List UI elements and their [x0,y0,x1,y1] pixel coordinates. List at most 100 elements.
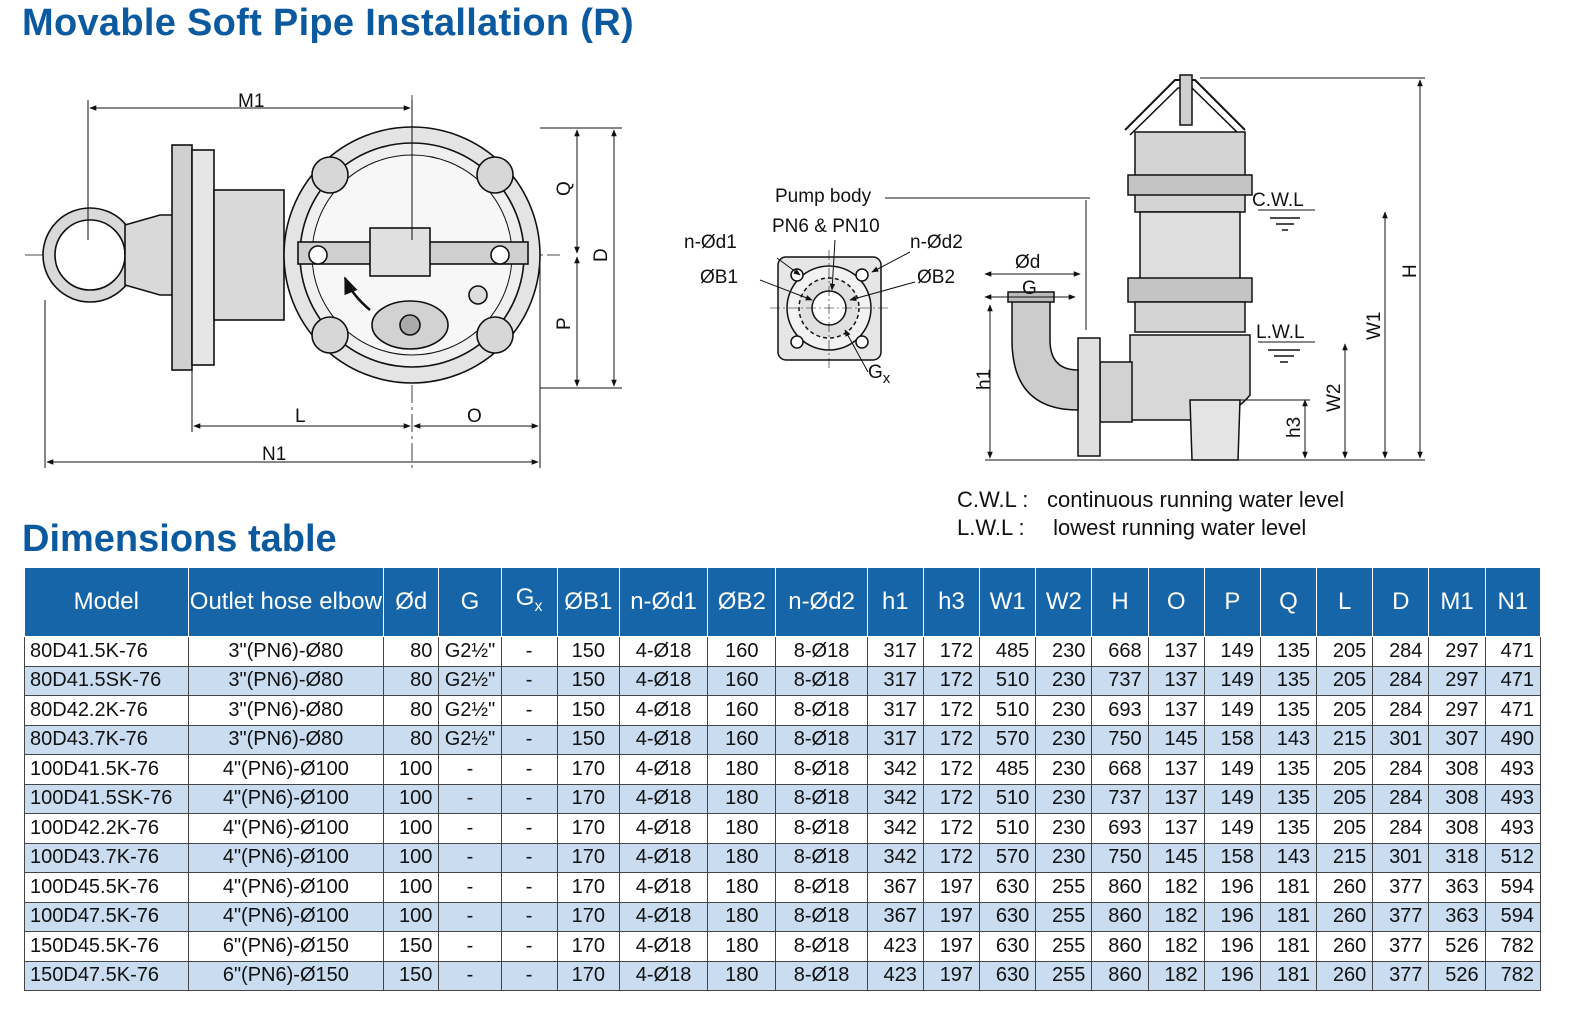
table-cell: 860 [1091,901,1149,932]
table-cell: - [500,783,558,814]
table-cell: 737 [1091,665,1149,696]
table-cell: 172 [922,783,981,814]
table-cell: 3"(PN6)-Ø80 [187,636,385,667]
table-cell: 510 [979,783,1037,814]
table-cell: 377 [1372,901,1430,932]
label-h3: h3 [1284,417,1305,438]
table-cell: 100 [383,813,440,844]
table-cell: 205 [1316,783,1374,814]
table-cell: 197 [922,872,981,903]
table-cell: 181 [1259,960,1318,991]
column-header: Ød [383,567,440,637]
table-cell: 594 [1484,872,1542,903]
table-cell: 570 [979,724,1037,755]
table-cell: 8-Ø18 [775,636,868,667]
table-cell: 512 [1484,842,1542,873]
table-cell: 493 [1484,783,1542,814]
table-cell: 4-Ø18 [618,931,709,962]
table-cell: 363 [1428,872,1486,903]
table-cell: 158 [1203,842,1261,873]
cell-model: 80D41.5K-76 [24,636,189,667]
table-cell: G2½" [438,636,502,667]
table-cell: 80 [383,695,440,726]
table-cell: 180 [707,754,777,785]
table-cell: 750 [1091,724,1149,755]
cell-model: 100D47.5K-76 [24,901,189,932]
table-cell: 4-Ø18 [618,695,709,726]
table-cell: 860 [1091,872,1149,903]
column-header: L [1316,567,1374,637]
label-q: Q [554,181,575,196]
table-cell: 170 [556,901,620,932]
table-cell: 230 [1035,842,1093,873]
table-cell: 4-Ø18 [618,665,709,696]
table-cell: 8-Ø18 [775,783,868,814]
table-cell: - [500,842,558,873]
table-cell: 260 [1316,872,1374,903]
table-cell: 137 [1147,813,1205,844]
label-pn6-pn10: PN6 & PN10 [772,216,880,237]
table-cell: 172 [922,636,981,667]
table-cell: 297 [1428,636,1486,667]
table-cell: 158 [1203,724,1261,755]
table-cell: 6"(PN6)-Ø150 [187,960,385,991]
table-cell: 172 [922,724,981,755]
table-cell: 737 [1091,783,1149,814]
table-cell: 318 [1428,842,1486,873]
table-cell: 668 [1091,636,1149,667]
table-cell: 149 [1203,754,1261,785]
table-cell: 510 [979,665,1037,696]
cell-model: 150D45.5K-76 [24,931,189,962]
table-cell: 4"(PN6)-Ø100 [187,783,385,814]
table-cell: - [438,842,502,873]
table-cell: 493 [1484,754,1542,785]
column-header: Outlet hose elbow [187,567,385,637]
table-cell: 4-Ø18 [618,901,709,932]
table-cell: 230 [1035,724,1093,755]
table-cell: 100 [383,872,440,903]
table-cell: 510 [979,813,1037,844]
table-cell: - [438,754,502,785]
table-cell: 255 [1035,960,1093,991]
legend-cwl-abbr: C.W.L : [957,487,1029,512]
table-cell: 570 [979,842,1037,873]
table-cell: 230 [1035,636,1093,667]
label-cwl: C.W.L [1252,190,1304,211]
legend-cwl-text: continuous running water level [1047,487,1345,512]
label-gx: Gx [868,362,891,387]
table-cell: 196 [1203,901,1261,932]
table-cell: 150 [556,636,620,667]
table-cell: 363 [1428,901,1486,932]
table-cell: 377 [1372,960,1430,991]
label-w1: W1 [1364,312,1385,341]
column-header: ØB1 [556,567,620,637]
table-cell: 182 [1147,960,1205,991]
cell-model: 150D47.5K-76 [24,960,189,991]
table-cell: 135 [1259,813,1318,844]
page-title: Movable Soft Pipe Installation (R) [22,2,634,44]
table-cell: 493 [1484,813,1542,844]
table-cell: 149 [1203,665,1261,696]
table-cell: 215 [1316,724,1374,755]
table-cell: 145 [1147,842,1205,873]
table-cell: 197 [922,960,981,991]
table-cell: 197 [922,901,981,932]
table-cell: 367 [866,901,924,932]
cell-model: 80D43.7K-76 [24,724,189,755]
table-cell: 160 [707,665,777,696]
table-cell: 172 [922,665,981,696]
table-cell: 782 [1484,960,1542,991]
table-cell: 150 [383,960,440,991]
table-cell: 308 [1428,783,1486,814]
table-cell: 172 [922,813,981,844]
table-cell: 172 [922,695,981,726]
column-header: W2 [1035,567,1093,637]
table-cell: 693 [1091,695,1149,726]
